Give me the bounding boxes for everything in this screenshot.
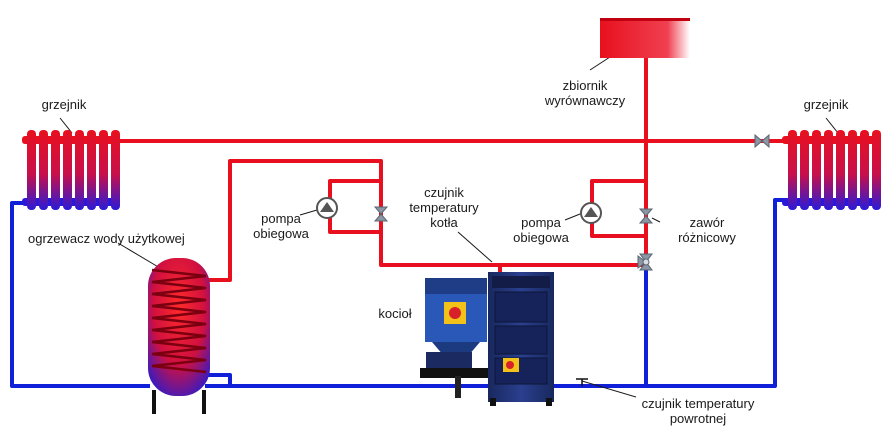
valve-mixing xyxy=(637,253,653,271)
label-boiler-temp-sensor-line2: temperatury xyxy=(409,200,479,215)
label-expansion-tank-line2: wyrównawczy xyxy=(544,93,626,108)
label-expansion-tank-line1: zbiornik xyxy=(562,78,608,93)
label-pump-left-line2: obiegowa xyxy=(253,226,309,241)
heater-supply-loop xyxy=(208,159,646,282)
label-boiler-temp-sensor-line3: kotła xyxy=(430,215,458,230)
supply-pipes xyxy=(120,55,795,282)
label-differential-valve-line2: różnicowy xyxy=(678,230,736,245)
valve-left xyxy=(373,206,389,222)
label-differential-valve-line1: zawór xyxy=(689,215,725,230)
label-water-heater: ogrzewacz wody użytkowej xyxy=(28,231,185,246)
water-heater xyxy=(148,258,210,414)
return-temp-sensor xyxy=(576,378,588,386)
label-pump-right: pompa obiegowa xyxy=(506,215,576,245)
label-return-temp-sensor-line2: powrotnej xyxy=(669,411,727,426)
label-return-temp-sensor: czujnik temperatury powrotnej xyxy=(628,396,768,426)
label-pump-right-line2: obiegowa xyxy=(513,230,569,245)
label-pump-left: pompa obiegowa xyxy=(246,211,316,241)
radiator-left xyxy=(22,130,120,210)
return-pipe-left xyxy=(10,201,150,388)
label-boiler: kocioł xyxy=(378,306,412,321)
return-pipe-heater xyxy=(205,373,232,386)
pump-left xyxy=(316,197,338,219)
label-boiler-temp-sensor: czujnik temperatury kotła xyxy=(394,185,494,230)
label-expansion-tank: zbiornik wyrównawczy xyxy=(520,78,650,108)
label-boiler-temp-sensor-line1: czujnik xyxy=(424,185,464,200)
boiler xyxy=(420,272,554,406)
label-pump-right-line1: pompa xyxy=(521,215,561,230)
label-radiator-right: grzejnik xyxy=(803,97,849,112)
pump-right xyxy=(580,202,602,224)
radiator-right xyxy=(782,130,881,210)
valve-right-radiator xyxy=(754,133,770,149)
label-pump-left-line1: pompa xyxy=(261,211,301,226)
label-radiator-left: grzejnik xyxy=(41,97,87,112)
label-return-temp-sensor-line1: czujnik temperatury xyxy=(641,396,755,411)
label-differential-valve: zawór różnicowy xyxy=(662,215,752,245)
valve-differential xyxy=(638,208,654,224)
expansion-tank xyxy=(600,18,690,58)
